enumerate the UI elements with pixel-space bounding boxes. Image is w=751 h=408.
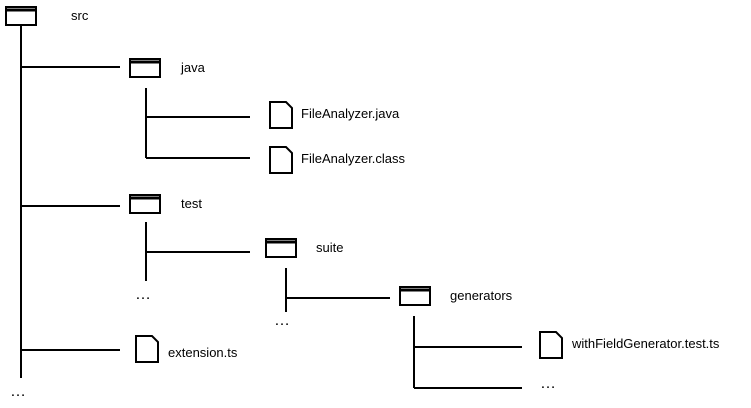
tree-node-fileanalyzer-class[interactable]: FileAnalyzer.class: [269, 146, 406, 174]
tree-node-suite[interactable]: suite: [265, 238, 343, 258]
folder-icon: [129, 58, 161, 78]
tree-node-extension-ts[interactable]: extension.ts: [135, 335, 238, 363]
tree-node-withfieldgenerator[interactable]: withFieldGenerator.test.ts: [539, 331, 720, 359]
node-label: extension.ts: [168, 345, 238, 360]
ellipsis-test-more: …: [135, 286, 152, 303]
node-label: generators: [450, 288, 513, 303]
file-icon: [539, 331, 563, 359]
ellipsis-src-more: …: [10, 383, 27, 400]
node-label: withFieldGenerator.test.ts: [571, 336, 720, 351]
ellipsis-generators-more: …: [540, 375, 557, 392]
tree-node-src[interactable]: src: [5, 6, 89, 26]
node-label: src: [71, 8, 89, 23]
node-label: FileAnalyzer.class: [301, 151, 406, 166]
node-label: java: [180, 60, 206, 75]
node-label: test: [181, 196, 202, 211]
file-icon: [135, 335, 159, 363]
tree-node-generators[interactable]: generators: [399, 286, 513, 306]
file-icon: [269, 146, 293, 174]
node-label: suite: [316, 240, 343, 255]
folder-icon: [5, 6, 37, 26]
tree-node-test[interactable]: test: [129, 194, 202, 214]
tree-node-java[interactable]: java: [129, 58, 206, 78]
folder-icon: [265, 238, 297, 258]
ellipsis-suite-more: …: [274, 312, 291, 329]
file-icon: [269, 101, 293, 129]
tree-node-fileanalyzer-java[interactable]: FileAnalyzer.java: [269, 101, 400, 129]
folder-icon: [129, 194, 161, 214]
folder-icon: [399, 286, 431, 306]
node-label: FileAnalyzer.java: [301, 106, 400, 121]
tree-connectors: [20, 25, 522, 389]
